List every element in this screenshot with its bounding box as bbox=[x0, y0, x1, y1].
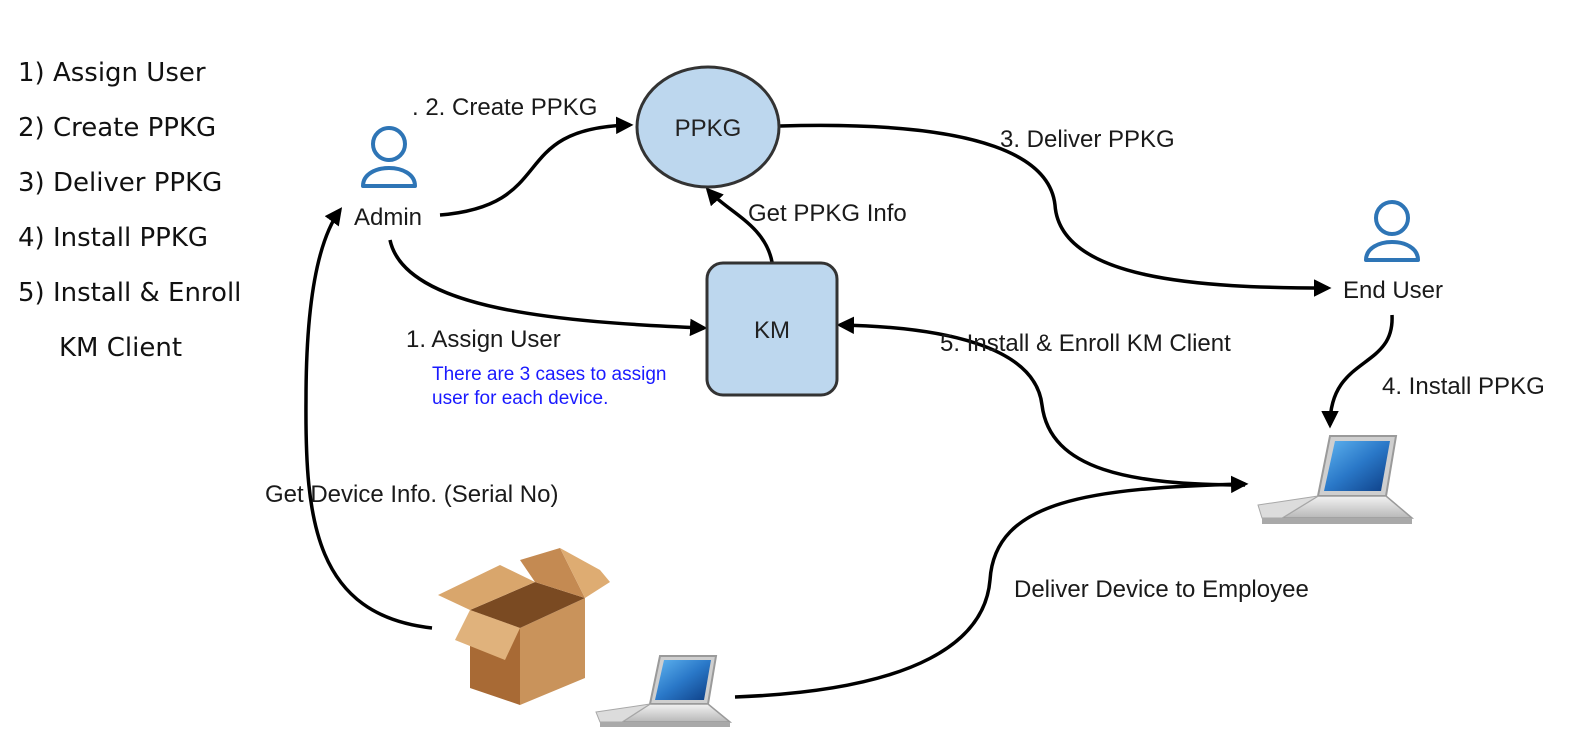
assign-note-line1: There are 3 cases to assign bbox=[432, 364, 666, 385]
label-get-ppkg-info: Get PPKG Info bbox=[748, 200, 907, 227]
end-user-icon bbox=[1364, 200, 1420, 262]
label-install-enroll: 5. Install & Enroll KM Client bbox=[940, 330, 1231, 357]
label-create-ppkg: . 2. Create PPKG bbox=[412, 94, 597, 121]
label-deliver-device: Deliver Device to Employee bbox=[1014, 576, 1309, 603]
admin-user-icon bbox=[361, 126, 417, 188]
step-3: 3) Deliver PPKG bbox=[18, 168, 223, 198]
end-user-label: End User bbox=[1343, 277, 1443, 304]
edge-deliver-ppkg bbox=[779, 123, 1332, 297]
edge-get-ppkg-info bbox=[705, 187, 774, 263]
edge-create-ppkg bbox=[439, 116, 634, 217]
edge-deliver-device bbox=[734, 475, 1249, 699]
ppkg-label: PPKG bbox=[675, 115, 742, 142]
label-get-device-info: Get Device Info. (Serial No) bbox=[265, 481, 558, 508]
edge-install-enroll bbox=[836, 316, 1246, 487]
km-node: KM bbox=[705, 261, 839, 397]
edge-get-device-info bbox=[304, 207, 433, 630]
step-4: 4) Install PPKG bbox=[18, 223, 209, 253]
cardboard-box-icon bbox=[438, 548, 610, 705]
laptop-icon bbox=[1257, 435, 1415, 524]
ppkg-node: PPKG bbox=[635, 65, 781, 189]
step-1: 1) Assign User bbox=[18, 58, 206, 88]
label-assign-user: 1. Assign User bbox=[406, 326, 561, 353]
step-2: 2) Create PPKG bbox=[18, 113, 217, 143]
step-5: 5) Install & Enroll bbox=[18, 278, 242, 308]
km-label: KM bbox=[754, 317, 790, 344]
admin-label: Admin bbox=[354, 204, 422, 231]
edge-install-ppkg bbox=[1321, 314, 1394, 429]
label-deliver-ppkg: 3. Deliver PPKG bbox=[1000, 126, 1175, 153]
assign-note-line2: user for each device. bbox=[432, 388, 608, 409]
step-5-continuation: KM Client bbox=[59, 333, 183, 363]
small-laptop-icon bbox=[595, 655, 733, 727]
edge-assign-user bbox=[388, 239, 708, 337]
label-install-ppkg: 4. Install PPKG bbox=[1382, 373, 1545, 400]
